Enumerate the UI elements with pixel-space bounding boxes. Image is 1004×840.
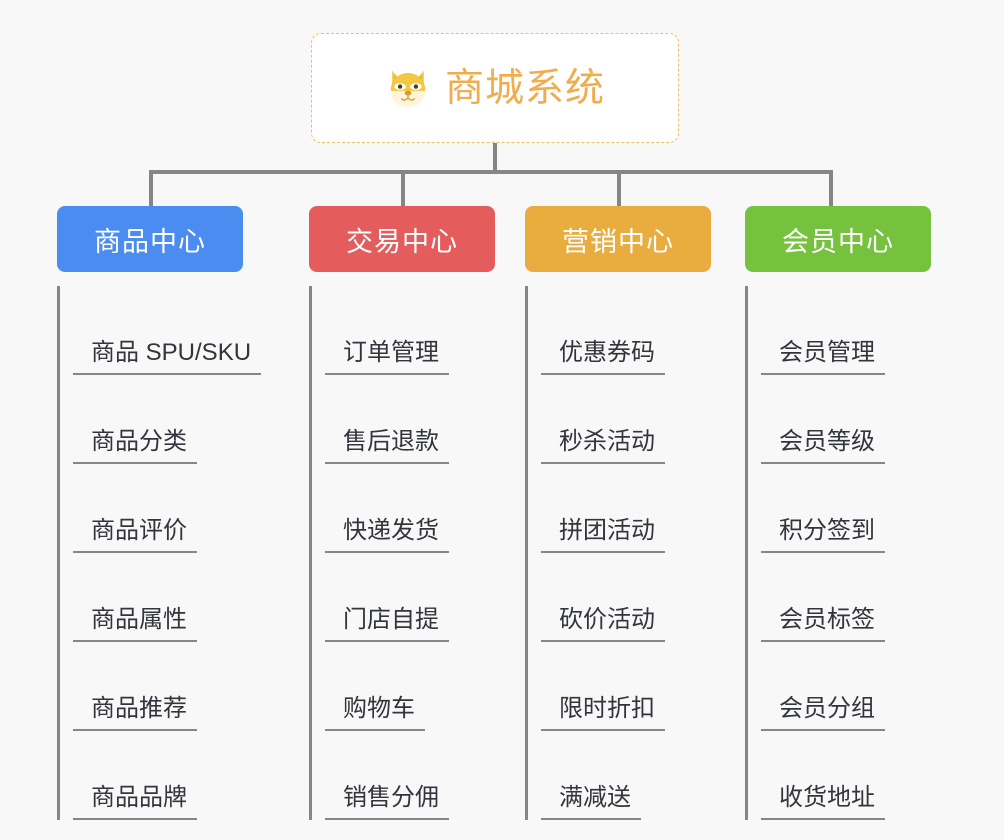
list-item[interactable]: 拼团活动 — [541, 464, 745, 553]
list-item-label: 销售分佣 — [325, 784, 449, 820]
root-node[interactable]: 商城系统 — [311, 33, 679, 143]
list-item-label: 售后退款 — [325, 428, 449, 464]
branch-items-member: 会员管理 会员等级 积分签到 会员标签 会员分组 收货地址 — [745, 286, 965, 820]
list-item[interactable]: 满减送 — [541, 731, 745, 820]
branch-column-trade: 交易中心 订单管理 售后退款 快递发货 门店自提 购物车 销售分佣 — [309, 206, 529, 820]
list-item-label: 满减送 — [541, 784, 641, 820]
connector-root-stem — [493, 143, 497, 172]
list-item-label: 商品推荐 — [73, 695, 197, 731]
list-item[interactable]: 砍价活动 — [541, 553, 745, 642]
list-item-label: 限时折扣 — [541, 695, 665, 731]
list-item[interactable]: 商品分类 — [73, 375, 277, 464]
list-item-label: 拼团活动 — [541, 517, 665, 553]
branch-header-marketing[interactable]: 营销中心 — [525, 206, 711, 272]
list-item[interactable]: 商品评价 — [73, 464, 277, 553]
list-item-label: 优惠券码 — [541, 339, 665, 375]
branch-header-product[interactable]: 商品中心 — [57, 206, 243, 272]
list-item-label: 秒杀活动 — [541, 428, 665, 464]
branch-header-label: 会员中心 — [782, 226, 894, 257]
branch-column-member: 会员中心 会员管理 会员等级 积分签到 会员标签 会员分组 收货地址 — [745, 206, 965, 820]
branch-items-trade: 订单管理 售后退款 快递发货 门店自提 购物车 销售分佣 — [309, 286, 529, 820]
list-item[interactable]: 购物车 — [325, 642, 529, 731]
list-item[interactable]: 优惠券码 — [541, 286, 745, 375]
list-item-label: 购物车 — [325, 695, 425, 731]
list-item-label: 商品分类 — [73, 428, 197, 464]
list-item-label: 门店自提 — [325, 606, 449, 642]
list-item[interactable]: 积分签到 — [761, 464, 965, 553]
shiba-dog-face-icon — [390, 70, 426, 108]
list-item[interactable]: 商品 SPU/SKU — [73, 286, 277, 375]
list-item-label: 会员管理 — [761, 339, 885, 375]
list-item[interactable]: 会员等级 — [761, 375, 965, 464]
connector-horizontal-bus — [149, 170, 833, 174]
list-item[interactable]: 会员分组 — [761, 642, 965, 731]
list-item-label: 商品评价 — [73, 517, 197, 553]
branch-column-product: 商品中心 商品 SPU/SKU 商品分类 商品评价 商品属性 商品推荐 商品品牌 — [57, 206, 277, 820]
list-item-label: 商品品牌 — [73, 784, 197, 820]
list-item-label: 积分签到 — [761, 517, 885, 553]
list-item[interactable]: 门店自提 — [325, 553, 529, 642]
branch-header-label: 营销中心 — [562, 226, 674, 257]
branch-header-label: 交易中心 — [346, 226, 458, 257]
branch-column-marketing: 营销中心 优惠券码 秒杀活动 拼团活动 砍价活动 限时折扣 满减送 — [525, 206, 745, 820]
connector-drop-branch-1 — [401, 170, 405, 206]
list-item[interactable]: 商品属性 — [73, 553, 277, 642]
list-item-label: 订单管理 — [325, 339, 449, 375]
branch-header-trade[interactable]: 交易中心 — [309, 206, 495, 272]
list-item[interactable]: 销售分佣 — [325, 731, 529, 820]
list-item[interactable]: 会员管理 — [761, 286, 965, 375]
list-item[interactable]: 收货地址 — [761, 731, 965, 820]
connector-drop-branch-0 — [149, 170, 153, 206]
branch-header-member[interactable]: 会员中心 — [745, 206, 931, 272]
list-item[interactable]: 秒杀活动 — [541, 375, 745, 464]
connector-drop-branch-2 — [617, 170, 621, 206]
branch-items-product: 商品 SPU/SKU 商品分类 商品评价 商品属性 商品推荐 商品品牌 — [57, 286, 277, 820]
list-item-label: 收货地址 — [761, 784, 885, 820]
list-item-label: 会员等级 — [761, 428, 885, 464]
root-title: 商城系统 — [444, 66, 605, 110]
branch-header-label: 商品中心 — [94, 226, 206, 257]
list-item-label: 商品 SPU/SKU — [73, 339, 262, 375]
list-item[interactable]: 售后退款 — [325, 375, 529, 464]
list-item[interactable]: 快递发货 — [325, 464, 529, 553]
list-item[interactable]: 限时折扣 — [541, 642, 745, 731]
list-item-label: 会员分组 — [761, 695, 885, 731]
list-item[interactable]: 商品品牌 — [73, 731, 277, 820]
list-item-label: 快递发货 — [325, 517, 449, 553]
list-item-label: 砍价活动 — [541, 606, 665, 642]
list-item-label: 会员标签 — [761, 606, 885, 642]
list-item[interactable]: 商品推荐 — [73, 642, 277, 731]
list-item[interactable]: 订单管理 — [325, 286, 529, 375]
list-item-label: 商品属性 — [73, 606, 197, 642]
connector-drop-branch-3 — [829, 170, 833, 206]
branch-items-marketing: 优惠券码 秒杀活动 拼团活动 砍价活动 限时折扣 满减送 — [525, 286, 745, 820]
list-item[interactable]: 会员标签 — [761, 553, 965, 642]
